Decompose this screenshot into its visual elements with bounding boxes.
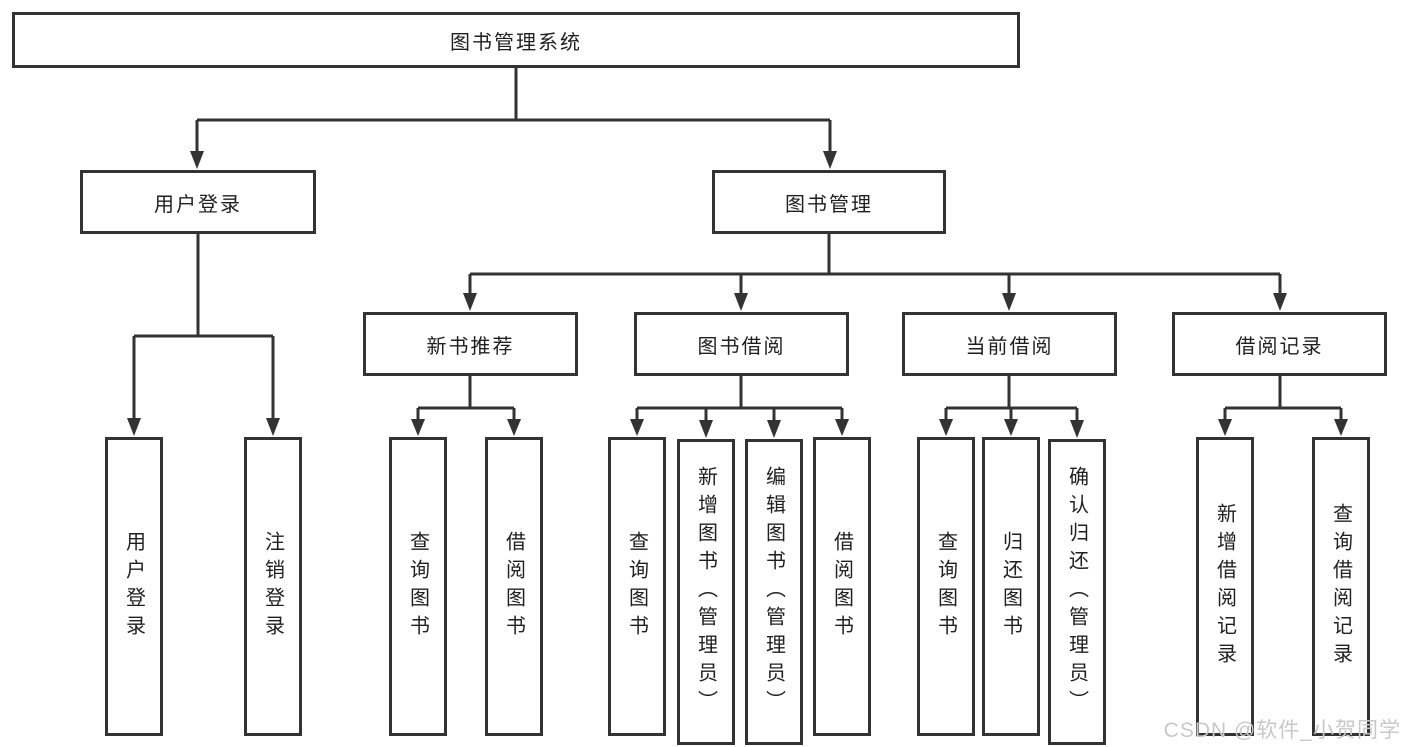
connector-new-book-recommend xyxy=(416,376,516,420)
connector-borrow-records xyxy=(1223,376,1343,420)
leaf-recommend-borrow-books: 借阅图书 xyxy=(485,437,543,736)
leaf-user-login: 用户登录 xyxy=(105,437,163,736)
arrowheads-user-login-branch xyxy=(127,418,280,436)
connector-current-borrow xyxy=(944,376,1079,420)
arrowheads-current-borrow xyxy=(939,419,1084,438)
connector-user-login-branch xyxy=(132,234,275,419)
leaf-recommend-query-books: 查询图书 xyxy=(389,437,447,736)
node-book-management: 图书管理 xyxy=(712,170,946,234)
arrowheads-borrow-records xyxy=(1218,419,1348,436)
node-user-login: 用户登录 xyxy=(80,170,316,234)
leaf-logout: 注销登录 xyxy=(244,437,302,736)
csdn-watermark: CSDN @软件_小贺同学 xyxy=(1163,719,1401,742)
leaf-add-borrow-record: 新增借阅记录 xyxy=(1196,437,1254,736)
connector-book-borrow xyxy=(635,376,844,420)
connector-book-management-to-level3 xyxy=(468,234,1282,294)
leaf-borrow-query-books: 查询图书 xyxy=(608,437,666,736)
connector-root-to-level2 xyxy=(195,68,832,152)
leaf-confirm-return-admin: 确认归还（管理员） xyxy=(1048,439,1106,745)
arrowheads-root-to-level2 xyxy=(190,151,837,169)
arrowheads-book-management-to-level3 xyxy=(463,293,1287,311)
arrowheads-new-book-recommend xyxy=(411,419,521,436)
leaf-edit-books-admin: 编辑图书（管理员） xyxy=(745,439,803,745)
node-current-borrow: 当前借阅 xyxy=(902,312,1117,376)
leaf-current-query-books: 查询图书 xyxy=(917,437,975,736)
node-book-borrow: 图书借阅 xyxy=(634,312,849,376)
node-borrow-records: 借阅记录 xyxy=(1172,312,1387,376)
leaf-return-books: 归还图书 xyxy=(982,437,1040,736)
arrowheads-book-borrow xyxy=(630,419,849,438)
leaf-add-books-admin: 新增图书（管理员） xyxy=(677,439,735,745)
leaf-borrow-books: 借阅图书 xyxy=(813,437,871,736)
leaf-query-borrow-record: 查询借阅记录 xyxy=(1312,437,1370,736)
node-library-management-system: 图书管理系统 xyxy=(12,12,1020,68)
node-new-book-recommend: 新书推荐 xyxy=(363,312,578,376)
